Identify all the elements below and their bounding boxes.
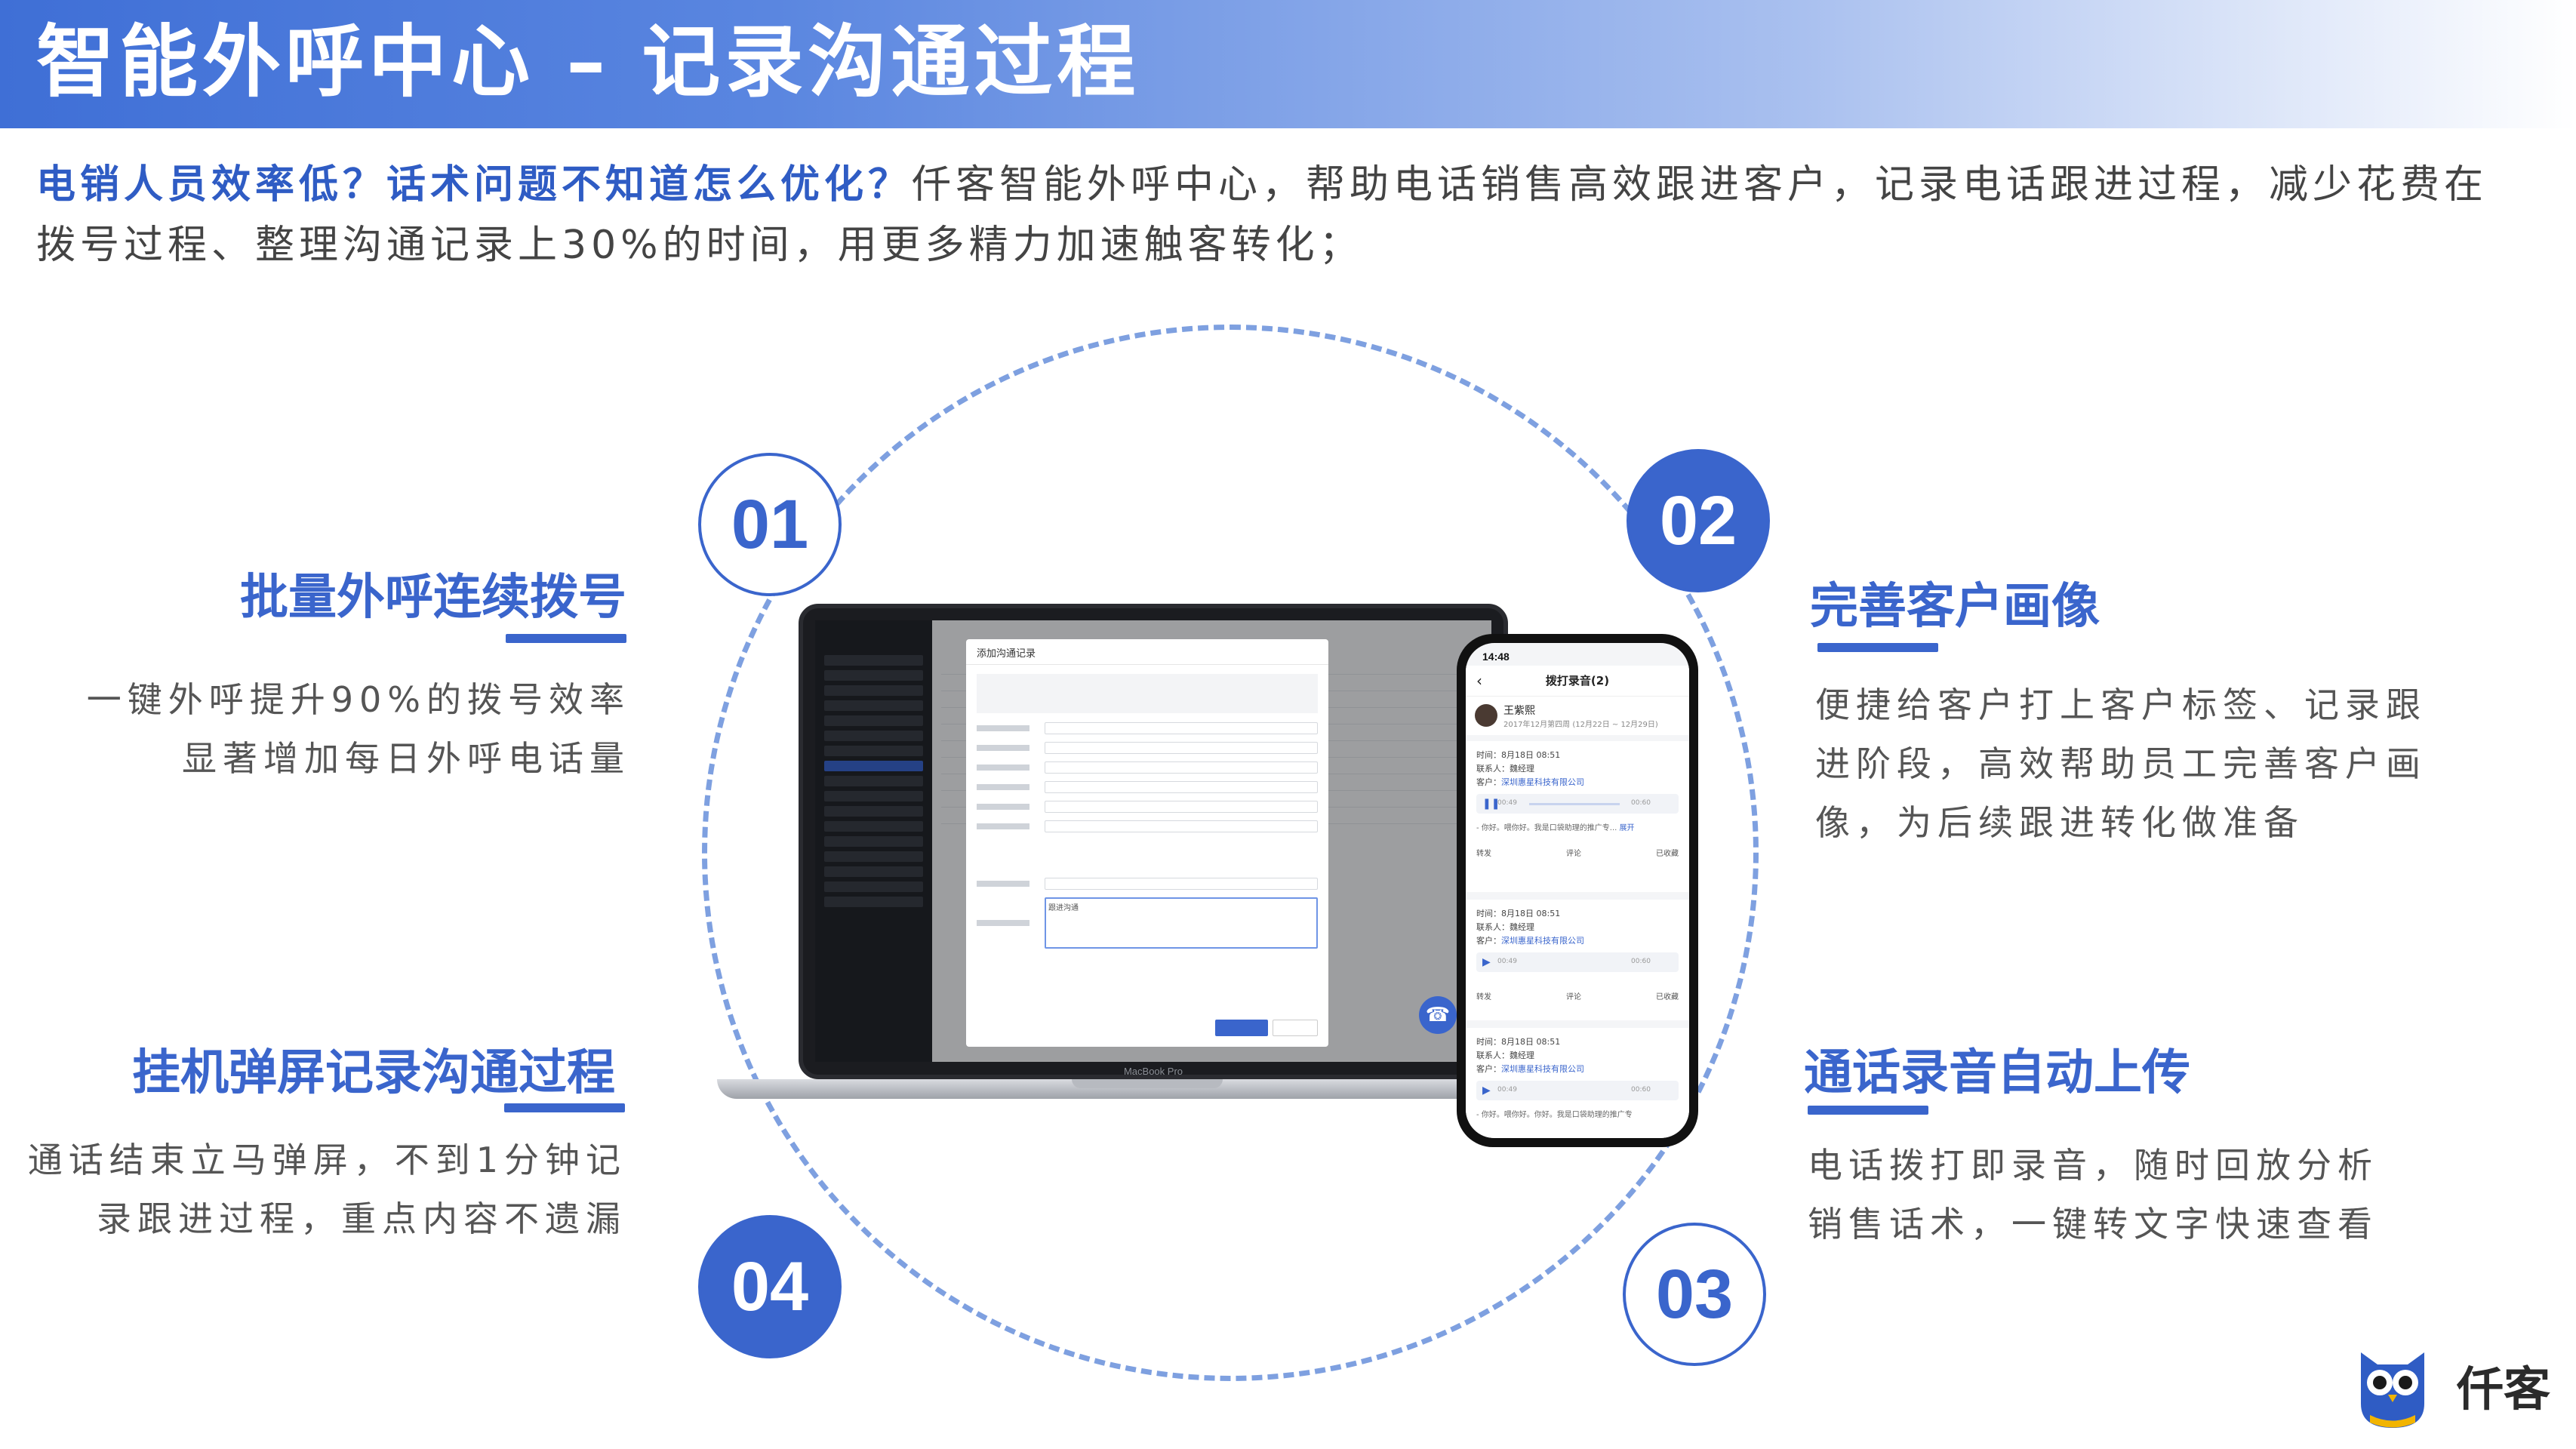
feature-04-underline [504,1103,625,1112]
title-bar: 智能外呼中心 – 记录沟通过程 [0,0,2576,128]
owl-logo-icon [2361,1352,2424,1428]
favorite-button[interactable]: 已收藏 [1656,850,1679,858]
favorite-button[interactable]: 已收藏 [1656,993,1679,1001]
add-record-modal: 添加沟通记录 跟进沟通 [966,639,1328,1047]
form-select[interactable] [1045,781,1318,793]
intro-highlight: 电销人员效率低？话术问题不知道怎么优化？ [36,162,913,208]
dashed-circle [702,325,1759,1381]
intro-paragraph: 电销人员效率低？话术问题不知道怎么优化？仟客智能外呼中心，帮助电话销售高效跟进客… [36,155,2527,275]
phone-contact-bar: 王紫熙 2017年12月第四周 (12月22日 ~ 12月29日) [1466,696,1689,735]
record-actions: 转发 评论 已收藏 [1476,990,1679,1001]
laptop-notch [1072,1079,1223,1088]
form-select[interactable] [1045,878,1318,890]
feature-03-title: 通话录音自动上传 [1804,1045,2190,1101]
form-select[interactable] [1045,820,1318,832]
record-card: 时间：8月18日 08:51 联系人：魏经理 客户：深圳惠星科技有限公司 ▶ 0… [1466,1028,1689,1138]
feature-01-underline [506,634,626,643]
modal-customer-info [977,674,1318,713]
record-card: 时间：8月18日 08:51 联系人：魏经理 客户：深圳惠星科技有限公司 ▶ 0… [1466,900,1689,1020]
feature-02-title: 完善客户画像 [1810,579,2100,635]
contact-name: 王紫熙 [1503,705,1535,717]
play-icon[interactable]: ▶ [1482,956,1491,968]
record-actions: 转发 评论 已收藏 [1476,847,1679,858]
feature-03-underline [1808,1106,1928,1115]
badge-01: 01 [698,453,842,596]
expand-link[interactable]: 展开 [1619,824,1635,832]
feature-01-desc: 一键外呼提升90%的拨号效率 显著增加每日外呼电话量 [86,679,630,779]
feature-03-desc: 电话拨打即录音，随时回放分析 销售话术，一键转文字快速查看 [1808,1145,2378,1244]
form-select[interactable] [1045,742,1318,754]
badge-03: 03 [1623,1223,1766,1366]
intro-body: 仟客智能外呼中心，帮助电话销售高效跟进客户，记录电话跟进过程，减少花费在拨号过程… [36,162,2488,268]
forward-button[interactable]: 转发 [1476,993,1491,1001]
forward-button[interactable]: 转发 [1476,850,1491,858]
badge-04: 04 [698,1215,842,1358]
laptop-brand-label: MacBook Pro [1123,1066,1183,1077]
feature-04-desc: 通话结束立马弹屏，不到1分钟记 录跟进过程，重点内容不遗漏 [27,1140,626,1239]
record-textarea[interactable]: 跟进沟通 [1045,897,1318,949]
cancel-button[interactable] [1273,1020,1318,1036]
feature-04-title: 挂机弹屏记录沟通过程 [132,1045,615,1101]
phone-screen: 14:48 拨打录音(2) ‹ 王紫熙 2017年12月第四周 (12月22日 … [1466,643,1689,1138]
confirm-button[interactable] [1215,1020,1268,1036]
feature-01-title: 批量外呼连续拨号 [240,570,626,626]
play-icon[interactable]: ▶ [1482,1084,1491,1097]
audio-player[interactable]: ❚❚ 00:49 00:60 [1476,794,1679,814]
form-select[interactable] [1045,801,1318,813]
contact-range: 2017年12月第四周 (12月22日 ~ 12月29日) [1503,721,1658,729]
phone-header-title: 拨打录音(2) [1466,666,1689,696]
back-arrow-icon[interactable]: ‹ [1476,672,1482,690]
app-sidebar [815,620,932,1062]
avatar [1475,704,1497,727]
feature-02-underline [1817,643,1938,652]
phone-call-icon[interactable]: ☎ [1419,996,1457,1034]
phone-status-time: 14:48 [1482,651,1510,663]
feature-02-desc: 便捷给客户打上客户标签、记录跟 进阶段，高效帮助员工完善客户画 像，为后续跟进转… [1815,685,2427,843]
brand-name: 仟客 [2457,1361,2551,1417]
record-card: 时间：8月18日 08:51 联系人：魏经理 客户：深圳惠星科技有限公司 ❚❚ … [1466,741,1689,892]
badge-02: 02 [1627,449,1770,592]
audio-player[interactable]: ▶ 00:49 00:60 [1476,952,1679,972]
page-title: 智能外呼中心 – 记录沟通过程 [36,16,1140,108]
pause-icon[interactable]: ❚❚ [1482,798,1500,810]
audio-player[interactable]: ▶ 00:49 00:60 [1476,1081,1679,1100]
form-select[interactable] [1045,722,1318,734]
modal-title: 添加沟通记录 [966,639,1328,665]
laptop-app-screenshot: 添加沟通记录 跟进沟通 [815,620,1491,1062]
comment-button[interactable]: 评论 [1566,993,1581,1001]
form-select[interactable] [1045,761,1318,774]
comment-button[interactable]: 评论 [1566,850,1581,858]
